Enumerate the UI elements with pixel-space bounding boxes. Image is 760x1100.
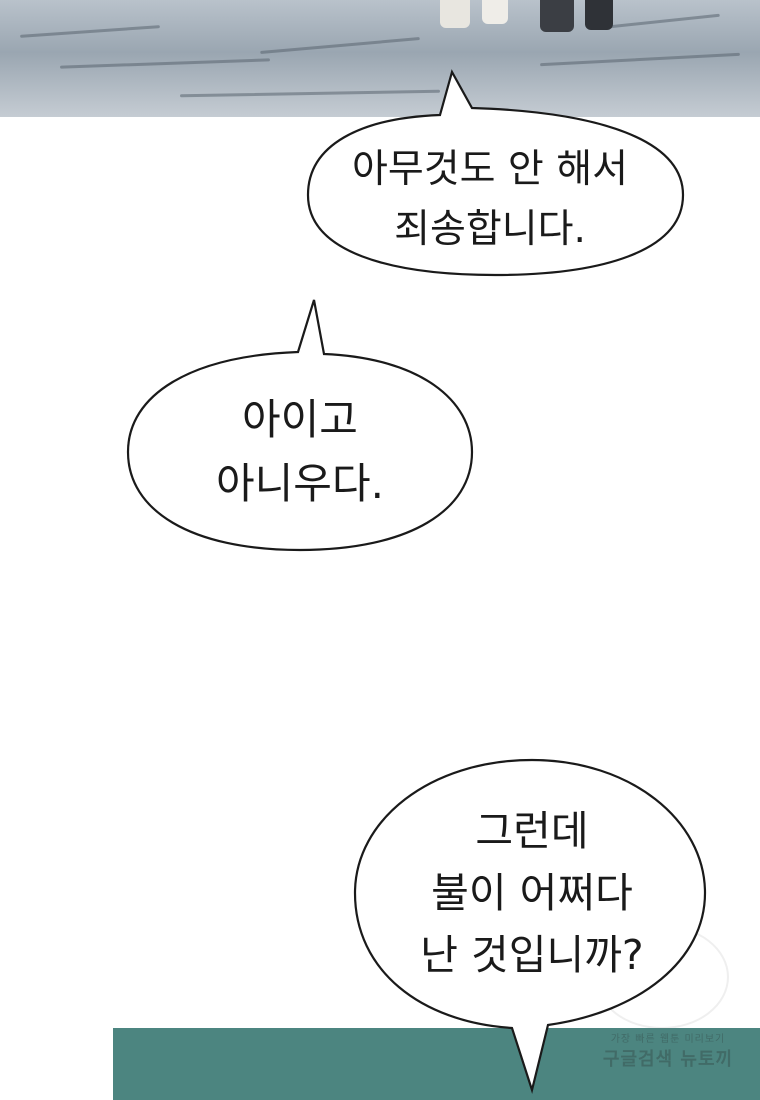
watermark: 가장 빠른 웹툰 미리보기 구글검색 뉴토끼 [588,1030,748,1071]
bubble-2-line-1: 아이고 [242,395,358,444]
bubble-1-line-1: 아무것도 안 해서 [352,147,628,192]
bubble-3-line-1: 그런데 [475,807,589,855]
watermark-tagline: 가장 빠른 웹툰 미리보기 [610,1034,726,1045]
watermark-brand: 구글검색 뉴토끼 [602,1049,734,1070]
bubble-2-line-2: 아니우다. [216,459,384,508]
speech-bubble-2 [126,299,474,552]
scene-artwork-top [0,0,760,117]
speech-bubble-3 [353,758,707,1095]
speech-bubble-1 [306,69,685,277]
bubble-1-line-2: 죄송합니다. [394,207,586,252]
speech-bubble-3-text: 그런데 불이 어쩌다 난 것입니까? [362,800,702,986]
bubble-3-line-2: 불이 어쩌다 [431,869,633,917]
bubble-3-line-3: 난 것입니까? [420,931,644,979]
speech-bubble-2-text: 아이고 아니우다. [135,388,465,516]
teal-floor-strip [113,1028,760,1100]
speech-bubble-1-text: 아무것도 안 해서 죄송합니다. [320,140,660,260]
